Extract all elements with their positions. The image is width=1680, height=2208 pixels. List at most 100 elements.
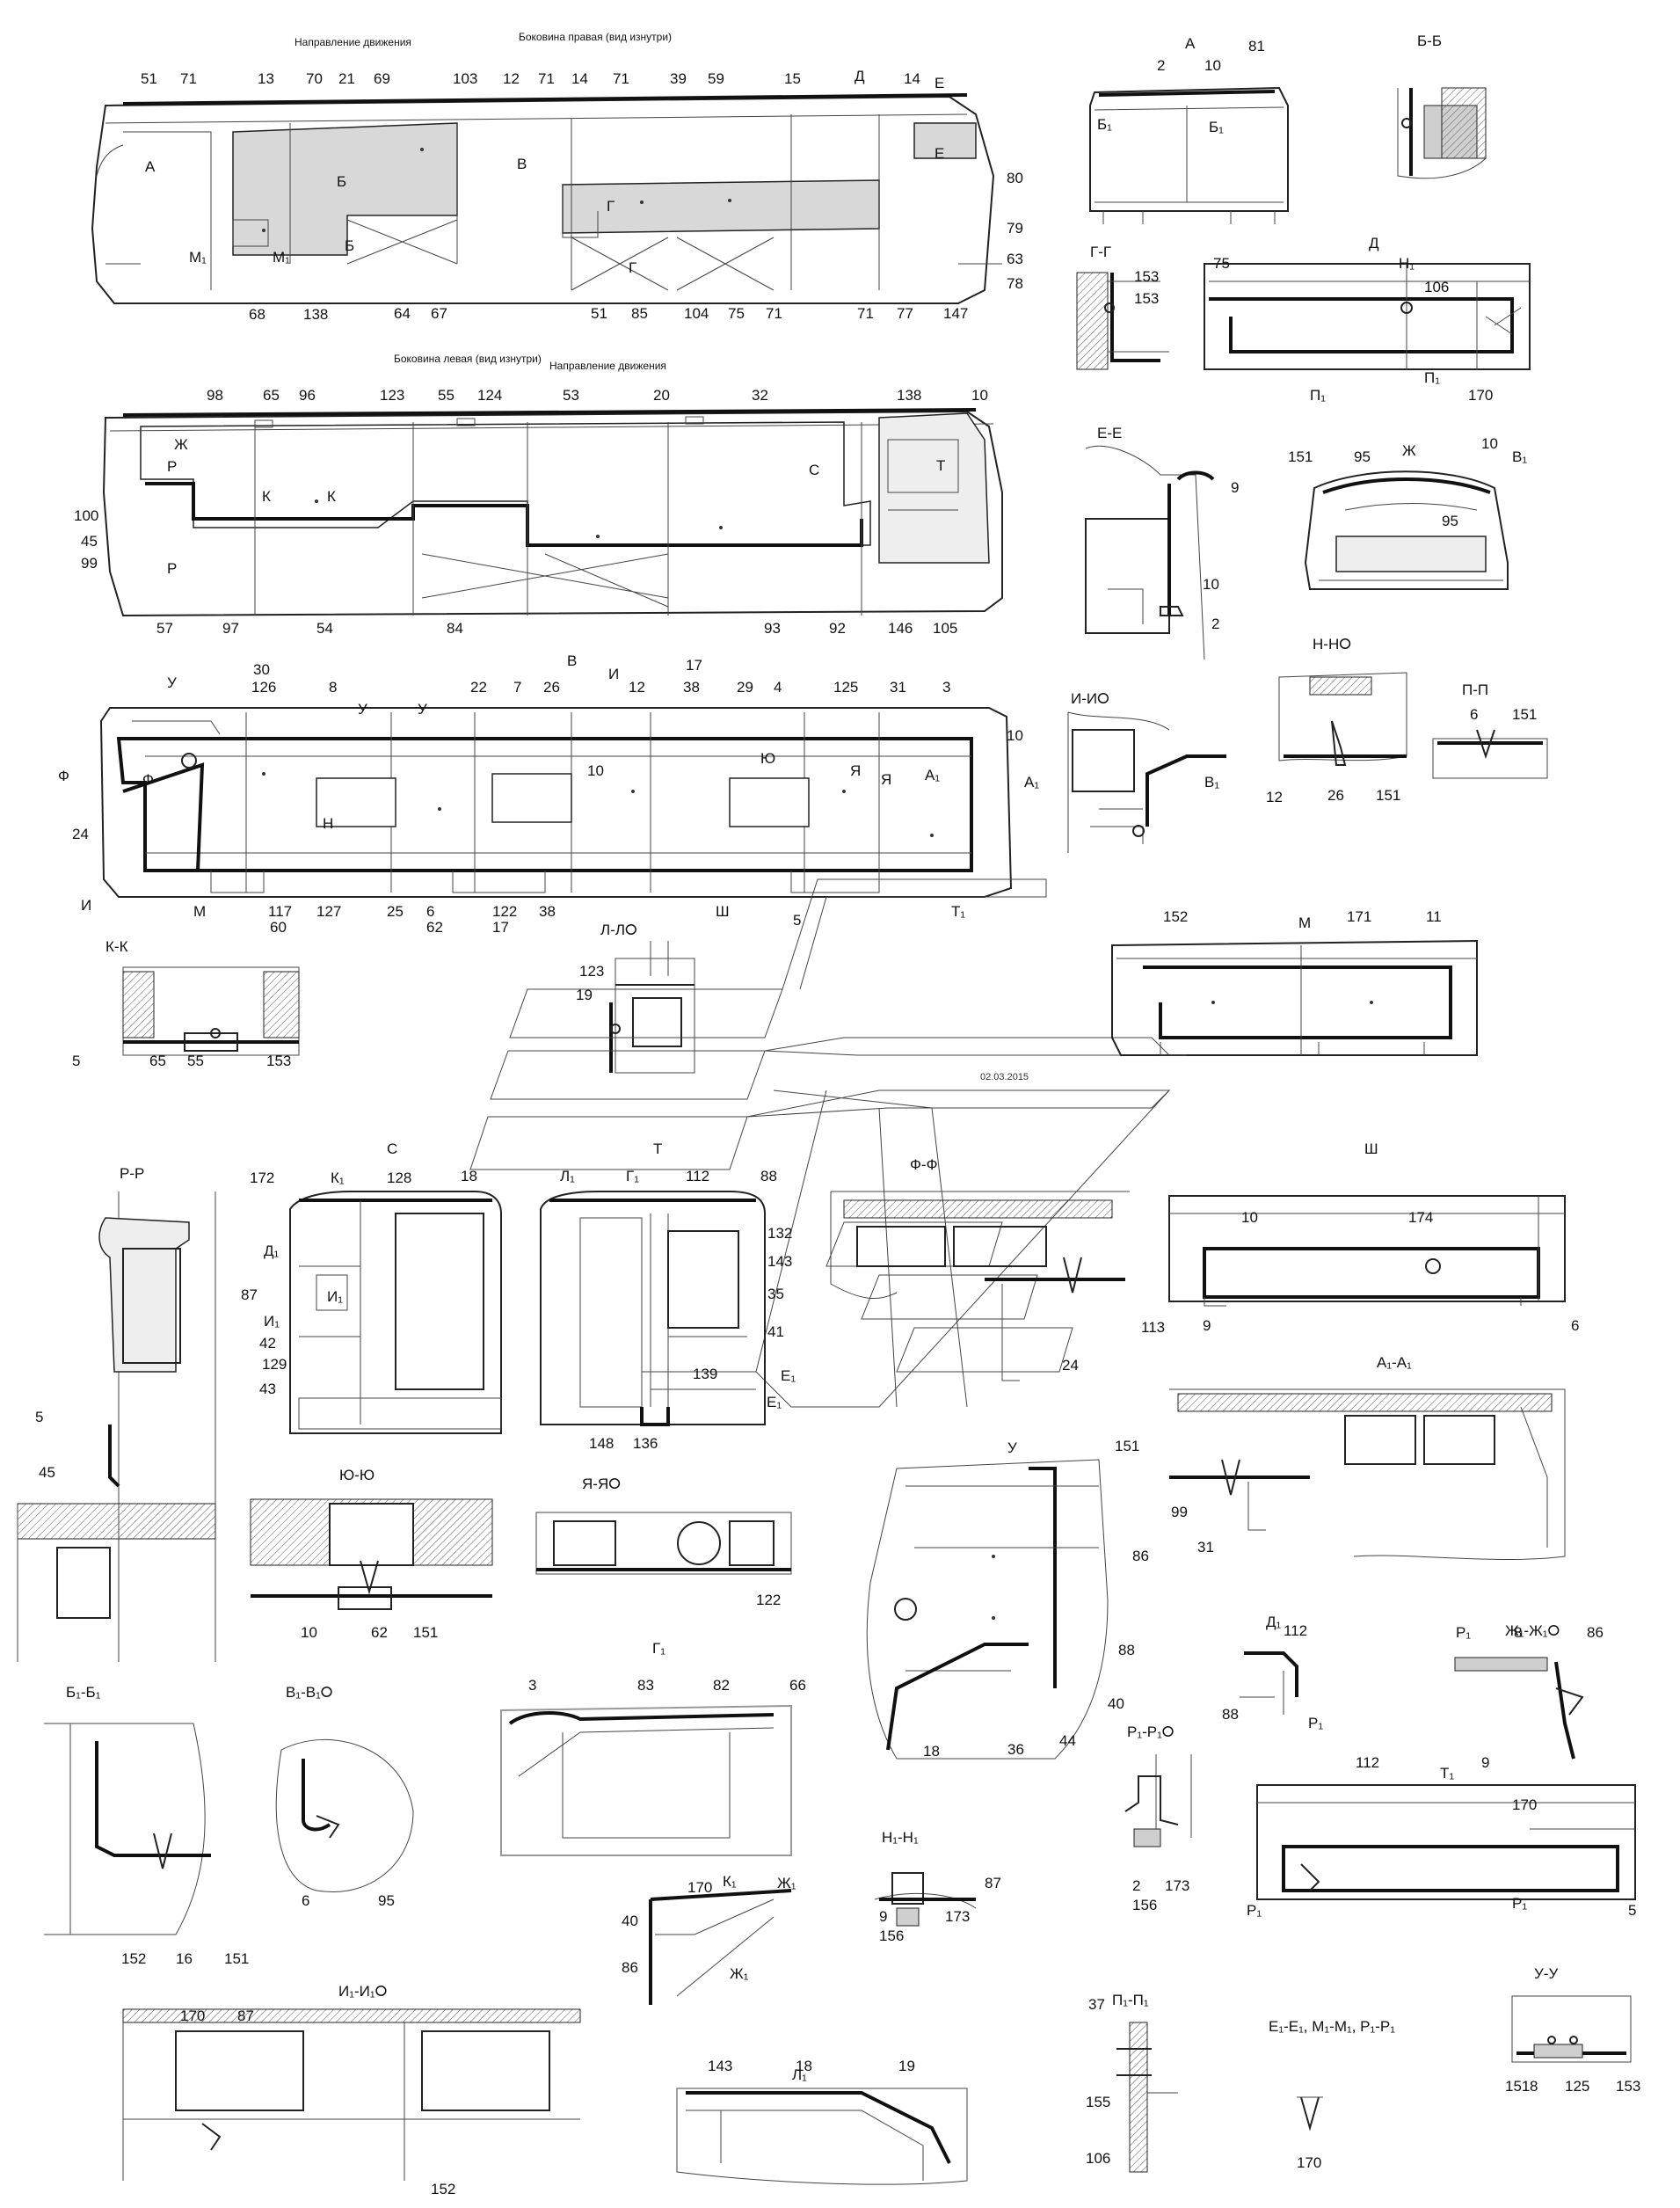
part-label: 138 (303, 306, 328, 323)
part-label: 15 (784, 70, 801, 87)
view-g1 (500, 1704, 792, 1856)
part-label: П₁ (1310, 387, 1326, 404)
part-label: 39 (670, 70, 687, 87)
part-label: 155 (1086, 2094, 1110, 2110)
part-label: 95 (378, 1892, 395, 1909)
part-label: 62 (371, 1624, 388, 1641)
part-label: 57 (156, 620, 173, 637)
view-title-d: Д (1369, 235, 1379, 251)
part-label: 151 (1115, 1438, 1139, 1454)
part-label: 2 (1211, 616, 1219, 632)
view-title-k1: К₁ (723, 1873, 737, 1890)
part-label: 170 (1468, 387, 1493, 404)
view-title-pp: П-П (1462, 681, 1488, 698)
part-label: 146 (888, 620, 913, 637)
part-label: 19 (898, 2058, 915, 2074)
part-label: 156 (879, 1927, 904, 1944)
part-label: 112 (1356, 1754, 1379, 1771)
part-label: В₁ (1512, 448, 1527, 465)
part-label: 87 (241, 1286, 258, 1303)
part-label: 6 (1470, 706, 1478, 723)
part-label: 8 (329, 679, 337, 696)
part-label: 136 (633, 1435, 658, 1452)
part-label: 17 (686, 657, 702, 674)
part-label: 71 (857, 305, 874, 322)
left-side-wall-view (102, 408, 1003, 617)
part-label: 100 (74, 507, 98, 524)
part-label: 5 (793, 912, 801, 929)
part-label: У (418, 701, 427, 718)
part-label: Ф (58, 768, 69, 784)
part-label: 64 (394, 305, 411, 322)
part-label: 5 (1628, 1902, 1636, 1919)
part-label: 24 (72, 826, 89, 842)
part-label: 127 (316, 903, 341, 920)
part-label: Ю (760, 750, 775, 767)
part-label: 122 (492, 903, 517, 920)
part-label: 10 (1203, 576, 1219, 593)
view-t (540, 1191, 766, 1426)
part-label: 20 (653, 387, 670, 404)
part-label: 172 (250, 1170, 274, 1186)
part-label: 122 (756, 1592, 781, 1608)
view-k1 (649, 1889, 792, 2005)
part-label: К₁ (331, 1170, 345, 1186)
part-label: 151 (413, 1624, 438, 1641)
view-sh (1168, 1195, 1566, 1307)
part-label: 55 (187, 1053, 204, 1069)
part-label: 3 (942, 679, 950, 696)
part-label: 29 (737, 679, 753, 696)
part-label: 10 (301, 1624, 317, 1641)
part-label: Е (935, 145, 944, 162)
part-label: Ж₁ (730, 1965, 749, 1982)
part-label: 65 (149, 1053, 166, 1069)
part-label: И (81, 897, 91, 914)
section-zh1zh1 (1454, 1657, 1584, 1760)
part-label: 123 (579, 963, 604, 980)
part-label: 117 (268, 903, 292, 920)
part-label: 19 (576, 987, 593, 1003)
part-label: В (567, 652, 577, 669)
part-label: 14 (904, 70, 920, 87)
part-label: 7 (513, 679, 521, 696)
part-label: Г₁ (626, 1168, 639, 1184)
part-label: 9 (1481, 1754, 1489, 1771)
part-label: 32 (752, 387, 768, 404)
part-label: 80 (1007, 170, 1023, 186)
part-label: 26 (1327, 787, 1344, 804)
part-label: 148 (589, 1435, 614, 1452)
part-label: 10 (1204, 57, 1221, 74)
caption-direction-1: Направление движения (295, 36, 411, 48)
part-label: В (517, 156, 527, 172)
view-title-u: У (1007, 1439, 1017, 1456)
part-label: Т₁ (951, 903, 965, 920)
part-label: 66 (789, 1677, 806, 1694)
part-label: 6 (302, 1892, 309, 1909)
section-leader-strips (469, 878, 1171, 1408)
part-label: Н (323, 815, 333, 832)
part-label: 147 (943, 305, 968, 322)
part-label: И (608, 666, 619, 682)
part-label: Е₁ (781, 1367, 796, 1384)
part-label: 5 (72, 1053, 80, 1069)
part-label: 81 (1248, 38, 1265, 55)
section-kk (122, 966, 300, 1056)
view-title-i1i1o: И₁-И₁⭘ (338, 1983, 387, 2000)
part-label: У (167, 674, 177, 691)
part-label: 96 (299, 387, 316, 404)
part-label: 123 (380, 387, 404, 404)
part-label: Ж₁ (777, 1875, 796, 1891)
part-label: 151 (1512, 706, 1537, 723)
part-label: 85 (631, 305, 648, 322)
part-label: Т (936, 457, 945, 474)
view-title-p1p1: П₁-П₁ (1112, 1992, 1149, 2008)
part-label: Д₁ (264, 1242, 280, 1259)
part-label: 31 (1197, 1539, 1214, 1556)
section-b1b1 (44, 1723, 211, 1935)
part-label: 77 (897, 305, 913, 322)
floor-plan-view (99, 707, 1013, 898)
part-label: 9 (879, 1908, 887, 1925)
part-label: 125 (833, 679, 858, 696)
view-a-front-frame (1089, 86, 1289, 224)
